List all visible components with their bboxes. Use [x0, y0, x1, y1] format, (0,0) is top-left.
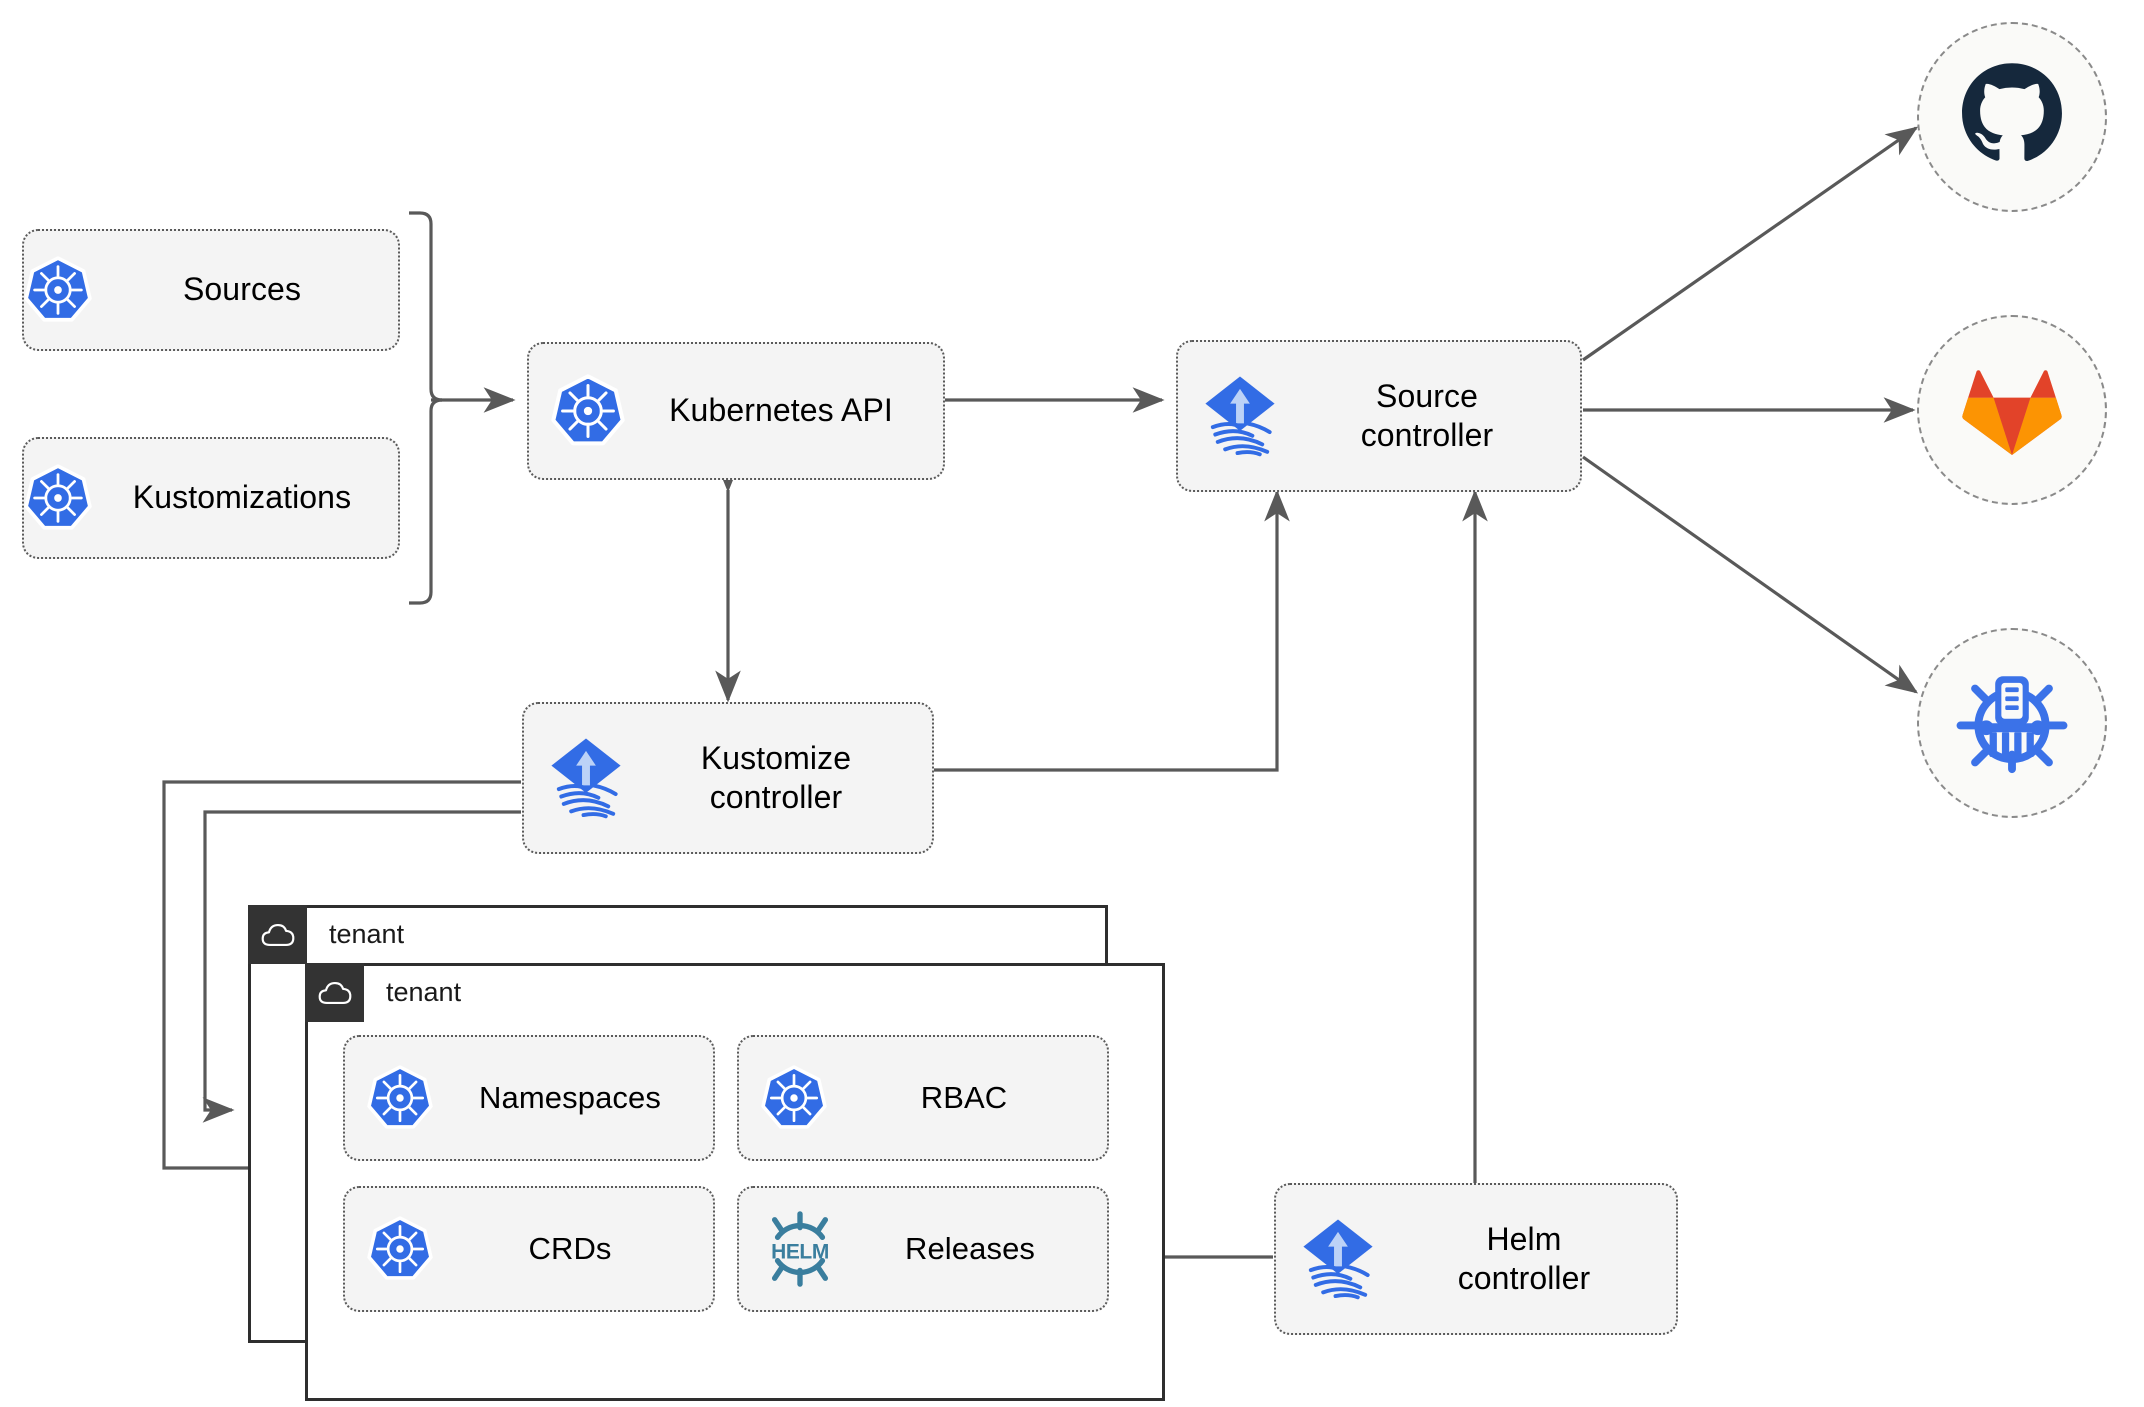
edge-sources-bracket — [409, 211, 443, 402]
flux-icon — [1276, 1217, 1378, 1301]
node-crds-label: CRDs — [528, 1231, 612, 1267]
tenant-label: tenant — [386, 977, 462, 1007]
node-sources[interactable]: Sources — [22, 229, 400, 351]
node-kustomizations[interactable]: Kustomizations — [22, 437, 400, 559]
edge-sourcecontroller-helmregistry — [1582, 455, 1919, 694]
edge-kustomizations-bracket — [409, 398, 443, 605]
edge-sourcecontroller-github — [1582, 126, 1919, 362]
node-source-controller[interactable]: Source controller — [1176, 340, 1582, 492]
node-namespaces-label: Namespaces — [479, 1080, 661, 1116]
tenant-container-inner: tenant — [305, 963, 1165, 1401]
provider-github[interactable] — [1917, 22, 2107, 212]
node-releases[interactable]: HELM Releases — [737, 1186, 1109, 1312]
node-crds[interactable]: CRDs — [343, 1186, 715, 1312]
node-sources-label: Sources — [182, 271, 302, 308]
node-releases-label: Releases — [904, 1231, 1036, 1267]
tenant-header-outer: tenant — [248, 905, 404, 964]
flux-icon — [524, 736, 626, 820]
gitlab-icon — [1960, 359, 2064, 462]
provider-helm-registry[interactable] — [1917, 628, 2107, 818]
node-kustomize-controller[interactable]: Kustomize controller — [522, 702, 934, 854]
flux-icon — [1178, 374, 1280, 458]
node-helm-controller-label: Helm controller — [1457, 1220, 1591, 1296]
helm-registry-icon — [1956, 665, 2068, 782]
cloud-icon — [248, 905, 307, 964]
kubernetes-icon — [529, 374, 625, 448]
node-kubernetes-api-label: Kubernetes API — [669, 392, 893, 429]
svg-text:HELM: HELM — [771, 1240, 829, 1263]
kubernetes-icon — [345, 1216, 433, 1282]
edge-kustomizecontroller-sourcecontroller — [933, 489, 1290, 772]
provider-gitlab[interactable] — [1917, 315, 2107, 505]
tenant-header-inner: tenant — [305, 963, 461, 1022]
kubernetes-icon — [24, 464, 92, 532]
node-rbac[interactable]: RBAC — [737, 1035, 1109, 1161]
node-rbac-label: RBAC — [920, 1080, 1008, 1116]
helm-icon: HELM — [739, 1210, 839, 1288]
kubernetes-icon — [739, 1065, 827, 1131]
kubernetes-icon — [24, 256, 92, 324]
node-helm-controller[interactable]: Helm controller — [1274, 1183, 1678, 1335]
kubernetes-icon — [345, 1065, 433, 1131]
node-namespaces[interactable]: Namespaces — [343, 1035, 715, 1161]
github-icon — [1958, 61, 2066, 174]
node-kustomize-controller-label: Kustomize controller — [700, 739, 852, 815]
node-kubernetes-api[interactable]: Kubernetes API — [527, 342, 945, 480]
node-source-controller-label: Source controller — [1360, 377, 1494, 453]
tenant-label: tenant — [329, 919, 405, 949]
node-kustomizations-label: Kustomizations — [132, 479, 352, 516]
cloud-icon — [305, 963, 364, 1022]
